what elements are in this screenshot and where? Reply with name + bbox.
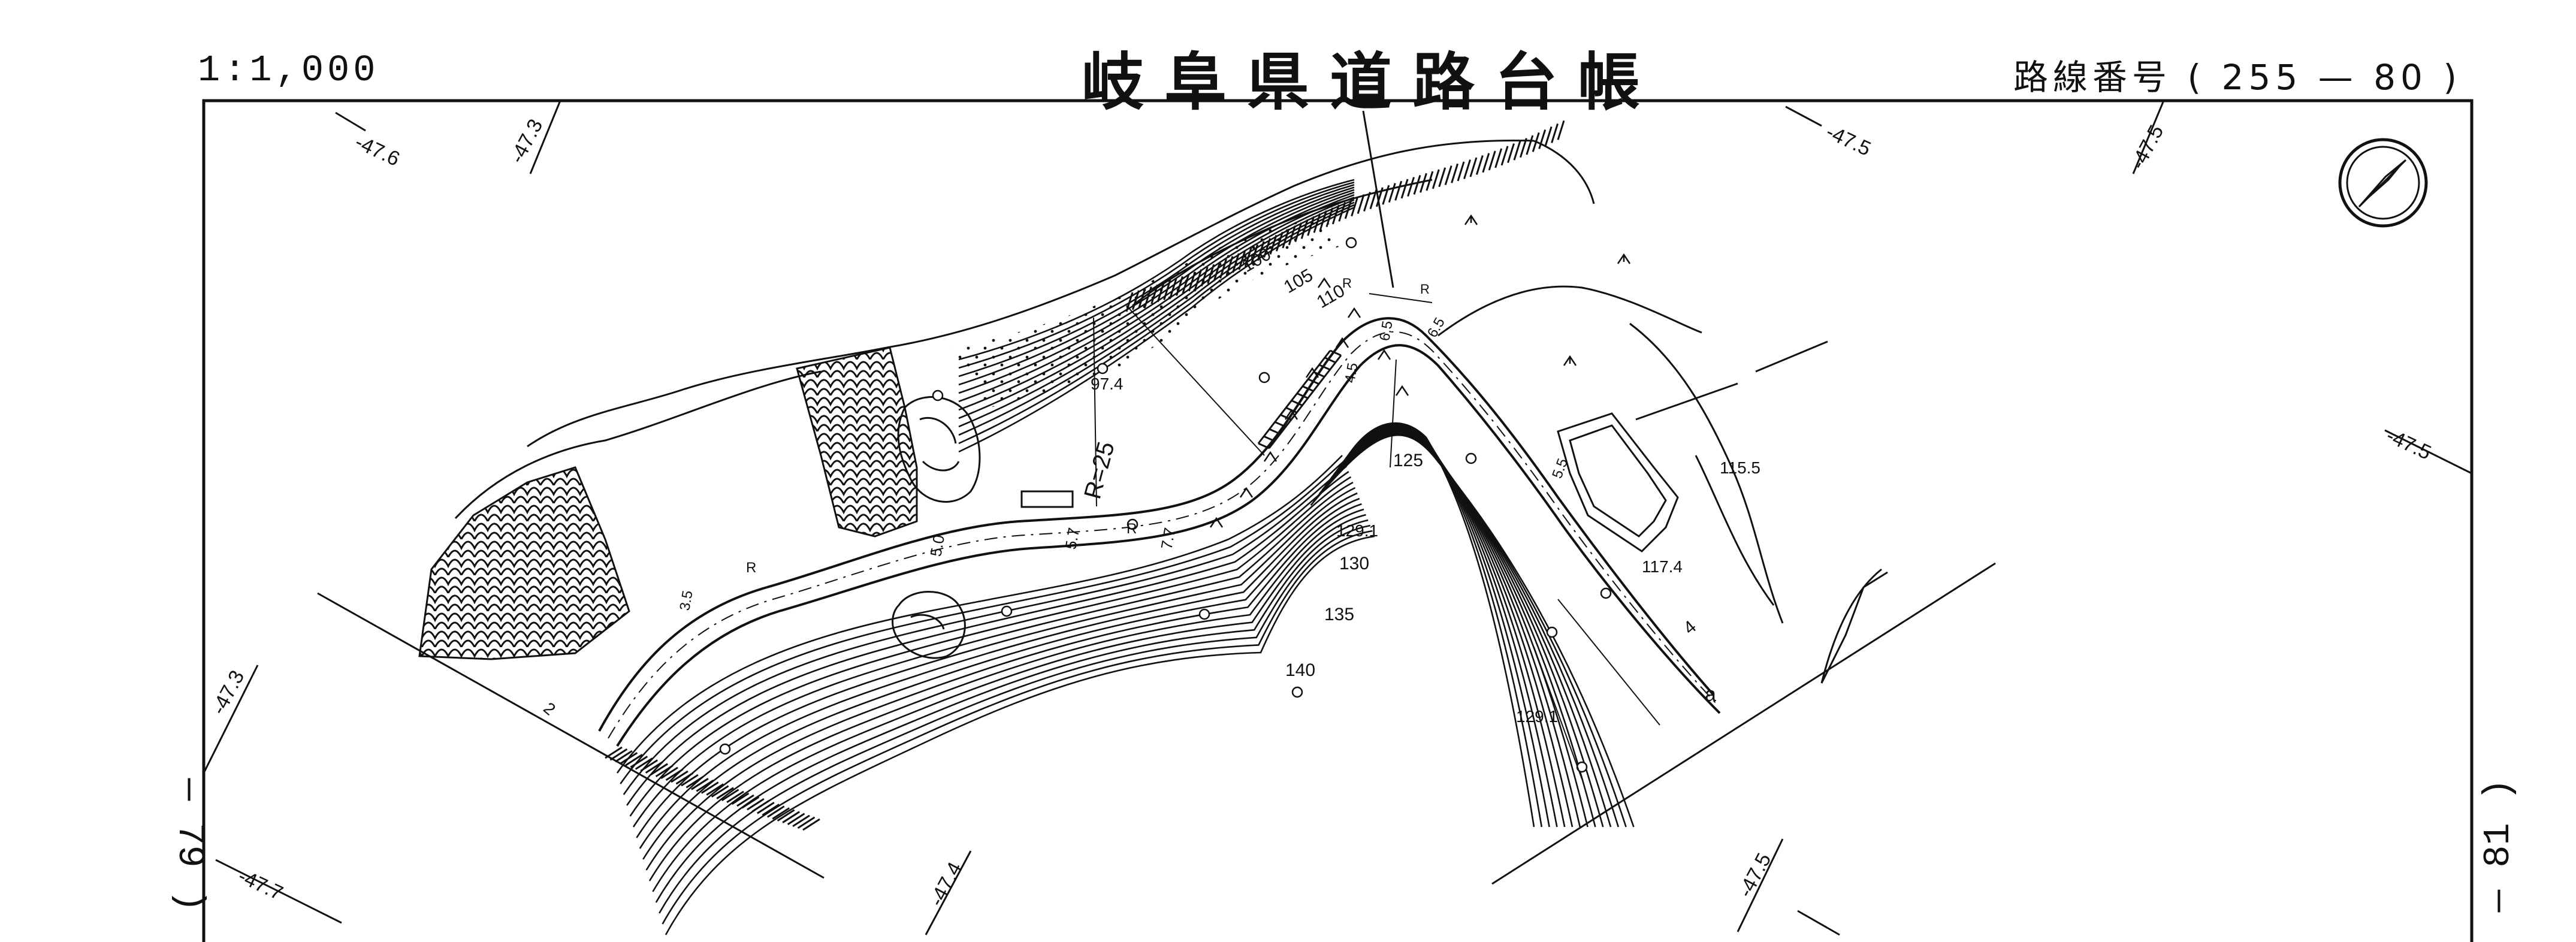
curve-mark: R [1420, 282, 1430, 297]
edge-value: -47.5 [2383, 424, 2435, 464]
road-width: 5.5 [1549, 456, 1571, 481]
building-structure [1557, 340, 1888, 684]
curve-radius: R=25 [1079, 439, 1120, 502]
sheet-frame [202, 99, 2474, 942]
rock-outcrop [892, 396, 981, 659]
edge-value: -47.4 [925, 858, 967, 910]
edge-value: -47.5 [1734, 849, 1776, 901]
road-width: 4.5 [1342, 361, 1361, 384]
culvert [1020, 490, 1074, 508]
route-number: ( 255 — 80 ) [2187, 57, 2462, 98]
contour-label: 125 [1393, 451, 1423, 470]
cliff-hatch-left [418, 466, 630, 660]
edge-value: -47.7 [235, 865, 286, 905]
road-width: 6.5 [1376, 319, 1396, 342]
contour-lines [616, 179, 1635, 935]
cliff-hatch-mid [796, 346, 918, 538]
road-width: 5.0 [926, 533, 948, 558]
map-title: 岐阜県道路台帳 [1082, 46, 1661, 119]
terrain-lines [454, 140, 1882, 684]
reference-letter: 4 [1680, 617, 1700, 638]
contour-label: 105 [1281, 265, 1316, 297]
contour-label-group: 100 105 110 125 130 135 140 [1239, 244, 1423, 680]
road-width: 5.7 [1061, 526, 1083, 551]
edge-value: -47.3 [506, 115, 548, 167]
north-arrow-icon [2338, 138, 2428, 228]
road-width: 3.5 [677, 589, 696, 612]
elevation-label-group: 97.4 129.1 129.1 115.5 117.4 [1091, 375, 1760, 726]
edge-value: -47.5 [1823, 120, 1874, 161]
contour-label: 135 [1324, 605, 1354, 624]
edge-value: -47.3 [207, 666, 249, 718]
contour-label: 130 [1339, 554, 1369, 573]
edge-value: -47.6 [352, 131, 403, 171]
road-width: 7.7 [1157, 526, 1179, 551]
reference-letter: R [1342, 276, 1352, 291]
reference-letter: 2 [540, 699, 559, 719]
elevation-point: 129.1 [1516, 707, 1558, 726]
elevation-point: 129.1 [1336, 521, 1378, 540]
contour-label: 140 [1285, 660, 1315, 680]
vegetation-symbols [1209, 214, 1631, 528]
elevation-point: 97.4 [1091, 375, 1124, 393]
pole-markers [719, 237, 1612, 773]
route-label: 路線番号 [2013, 57, 2172, 98]
curve-mark: R [1127, 521, 1137, 537]
guard-rail [1257, 349, 1342, 449]
section-lines [1093, 293, 1660, 780]
reference-letter: a [1705, 683, 1716, 706]
elevation-point: 117.4 [1642, 557, 1683, 576]
edge-value: -47.5 [2127, 121, 2169, 173]
route-number-block: 路線番号 ( 255 — 80 ) [2013, 49, 2462, 99]
curve-mark: R [746, 560, 756, 576]
elevation-point: 115.5 [1720, 458, 1760, 477]
map-scale: 1:1,000 [198, 49, 379, 92]
edge-grid-ticks [203, 100, 2472, 936]
